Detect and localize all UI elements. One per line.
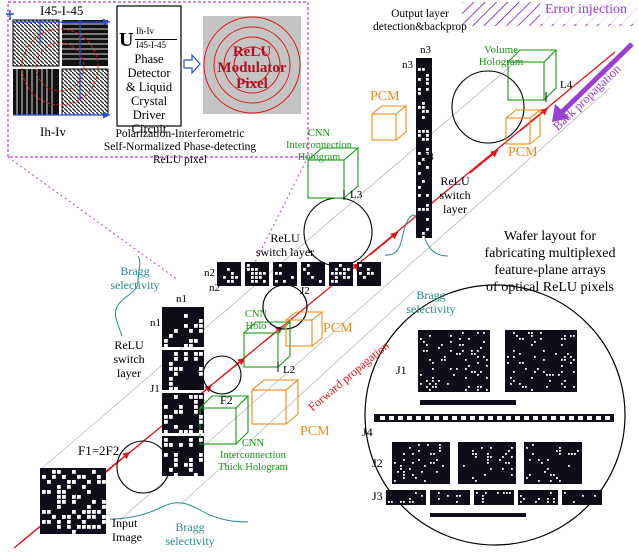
wafer-j4-label: J4 [362, 426, 373, 439]
pcm-cube [252, 380, 298, 424]
f2-label: F2 [220, 394, 233, 407]
l2-label: L2 [283, 365, 295, 377]
j1-label: J1 [150, 384, 160, 396]
n3-pixel-block [426, 218, 429, 221]
polarization-pixel [6, 10, 110, 115]
wafer-array [418, 330, 490, 392]
wafer-array [524, 442, 582, 484]
error-injection-label: Error injection [545, 3, 627, 18]
wafer-j1-label: J1 [396, 364, 407, 377]
pcm-label: PCM [370, 90, 400, 105]
inset-arrow [184, 55, 200, 73]
inset-link-line [8, 157, 178, 280]
formula-numerator: Ih-Iv [136, 27, 154, 36]
n3-label: n3 [402, 60, 413, 72]
lens [117, 441, 169, 493]
l3-label: L3 [350, 190, 362, 202]
wafer-j3-label: J3 [372, 490, 383, 503]
modulator-label: ReLUModulatorPixel [205, 44, 299, 92]
n3-label: n3 [420, 45, 431, 57]
lens [203, 356, 241, 394]
inset-label-top: I45-I-45 [40, 4, 83, 18]
formula-denominator: I45-I-45 [136, 41, 166, 50]
pcm-cube [372, 106, 406, 140]
n2-label: n2 [209, 283, 220, 295]
l4-label: L4 [560, 80, 572, 92]
pcm-label: PCM [508, 146, 538, 161]
n1-label: n1 [150, 318, 161, 330]
n2-label: n2 [204, 268, 215, 280]
j2-label: J2 [300, 286, 310, 298]
j3-label: J3 [424, 152, 434, 164]
n3-pixel-block [422, 116, 425, 119]
pcm-label: PCM [323, 322, 353, 337]
n1-label: n1 [176, 294, 187, 306]
wafer-j2-label: J2 [372, 457, 383, 470]
inset-label-bottom: Ih-Iv [40, 125, 66, 139]
wafer-array [392, 442, 450, 484]
f-eq-label: F1=2F2 [78, 444, 119, 458]
wafer-row-j3 [386, 490, 602, 505]
formula-u: U [119, 30, 133, 51]
